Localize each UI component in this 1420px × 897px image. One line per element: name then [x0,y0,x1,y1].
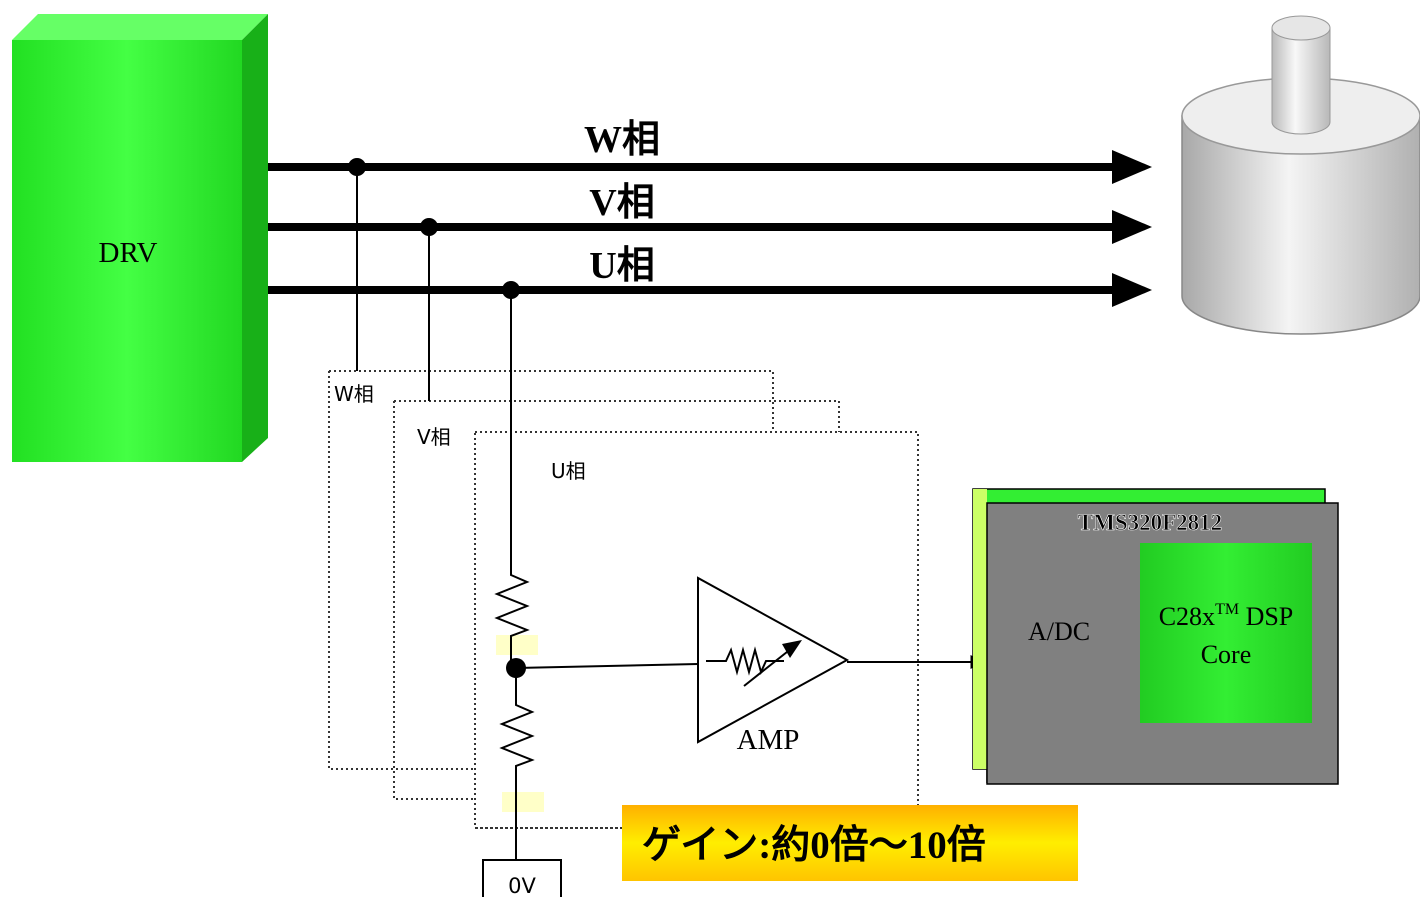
driver-block: DRV [12,14,268,462]
board-u-outline [474,431,919,829]
dsp-core-line1: C28xTM DSP [1159,601,1294,631]
motor-icon [1181,15,1420,335]
lower-resistor-marker [502,792,544,812]
variable-resistor-arrow-head [782,640,802,658]
phase-line-u-arrow [1112,273,1152,307]
junction-dot-u [502,281,520,299]
dsp-chip-label: TMS320F2812 [1078,510,1222,535]
phase-line-u-label: U相 [589,245,654,287]
adc-label: A/DC [1028,617,1090,646]
driver-block-top [12,14,268,40]
motor-shaft [1271,27,1331,135]
dsp-core-block [1140,543,1312,723]
motor-body [1181,115,1420,335]
variable-resistor-zigzag [706,646,784,676]
phase-line-w-arrow [1112,150,1152,184]
board-v-outline [394,400,840,432]
upper-resistor-marker [496,635,538,655]
board-u-outline-mask [476,804,622,827]
ground-label: 0V [508,874,536,897]
amp-input-wire [515,663,699,669]
board-w-label: W相 [334,382,374,406]
dsp-core-suffix: DSP [1239,602,1293,631]
gain-note-label: ゲイン:約0倍～10倍 [642,824,986,867]
motor-shaft-top [1271,15,1331,41]
variable-resistor-arrow-shaft [743,647,793,687]
dsp-core-trademark: TM [1215,601,1239,618]
phase-line-w-label: W相 [584,119,660,161]
lower-resistor [499,668,535,860]
junction-dot-v [420,218,438,236]
upper-resistor [494,548,530,668]
dsp-chip-green-edge [973,489,987,769]
amplifier: AMP [697,576,850,756]
ground-box [482,859,562,897]
ground-terminal: 0V [482,859,562,897]
tap-wires [356,167,512,548]
junction-dot-w [348,158,366,176]
gain-note: ゲイン:約0倍～10倍 [622,805,1078,881]
phase-line-v-label: V相 [589,182,654,224]
amp-label: AMP [737,724,800,756]
board-v-label: V相 [417,425,451,449]
dsp-core-prefix: C28x [1159,602,1215,631]
board-u-label: U相 [551,459,586,483]
driver-block-side [242,14,268,462]
gain-note-box [622,805,1078,881]
board-v-outline-left [393,401,475,800]
dsp-core-line2: Core [1201,640,1252,669]
phase-lines [268,150,1152,307]
dsp-chip: TMS320F2812 A/DC C28xTM DSP Core [972,488,1339,785]
driver-block-front [12,40,242,462]
driver-label: DRV [99,237,158,269]
phase-line-v-arrow [1112,210,1152,244]
board-w-outline-left [328,371,475,770]
divider-node-dot [506,658,526,678]
